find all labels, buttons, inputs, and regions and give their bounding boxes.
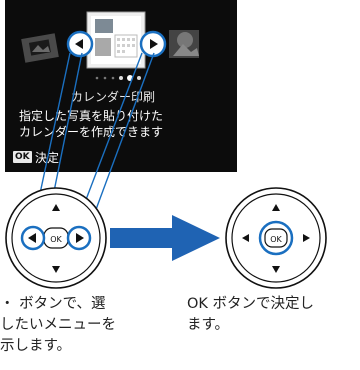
ok-action-label: 決定 [35,151,60,165]
up-arrow-icon [52,204,60,211]
right-arrow-icon [76,233,84,243]
calendar-print-icon [86,11,146,69]
page-dot [111,76,115,80]
page-dot [95,76,99,80]
menu-description-line: 指定した写真を貼り付けた [19,109,164,123]
down-arrow-icon [272,266,280,273]
caption-line: OK ボタンで決定し [187,296,315,312]
left-controller: OK [5,187,107,289]
up-arrow-icon [272,204,280,211]
menu-title: カレンダー印刷 [71,90,156,104]
page-dot [119,76,123,80]
caption-line: 示します。 [0,338,72,354]
ok-button-label: OK [50,235,62,244]
ok-button-label: OK [270,235,282,244]
menu-icon-photo-right [169,30,199,58]
left-arrow-icon [242,234,249,242]
page-indicator [95,75,141,81]
page-dot [137,76,141,80]
page-dot [103,76,107,80]
ok-button[interactable] [264,228,288,248]
left-arrow-icon [28,233,36,243]
caption-line: ・ ボタンで、選 [0,296,106,312]
transition-arrow-icon [110,215,220,261]
ok-badge: OK [13,151,32,163]
menu-description-line: カレンダーを作成できます [19,125,164,139]
right-arrow-icon [303,234,310,242]
page-dot-active [127,75,133,81]
caption-line: ます。 [187,317,230,333]
caption-left: ・ ボタンで、選 したいメニューを 示します。 [0,294,116,357]
menu-icon-photo-left [21,33,59,63]
down-arrow-icon [52,266,60,273]
screen-left-arrow-icon [66,30,94,58]
caption-line: したいメニューを [0,317,116,333]
right-controller: OK [225,187,327,289]
menu-description: 指定した写真を貼り付けた カレンダーを作成できます [19,108,163,140]
lcd-screen: カレンダー印刷 指定した写真を貼り付けた カレンダーを作成できます OK 決定 [5,0,237,172]
screen-right-arrow-icon [139,30,167,58]
caption-right: OK ボタンで決定し ます。 [187,294,314,336]
